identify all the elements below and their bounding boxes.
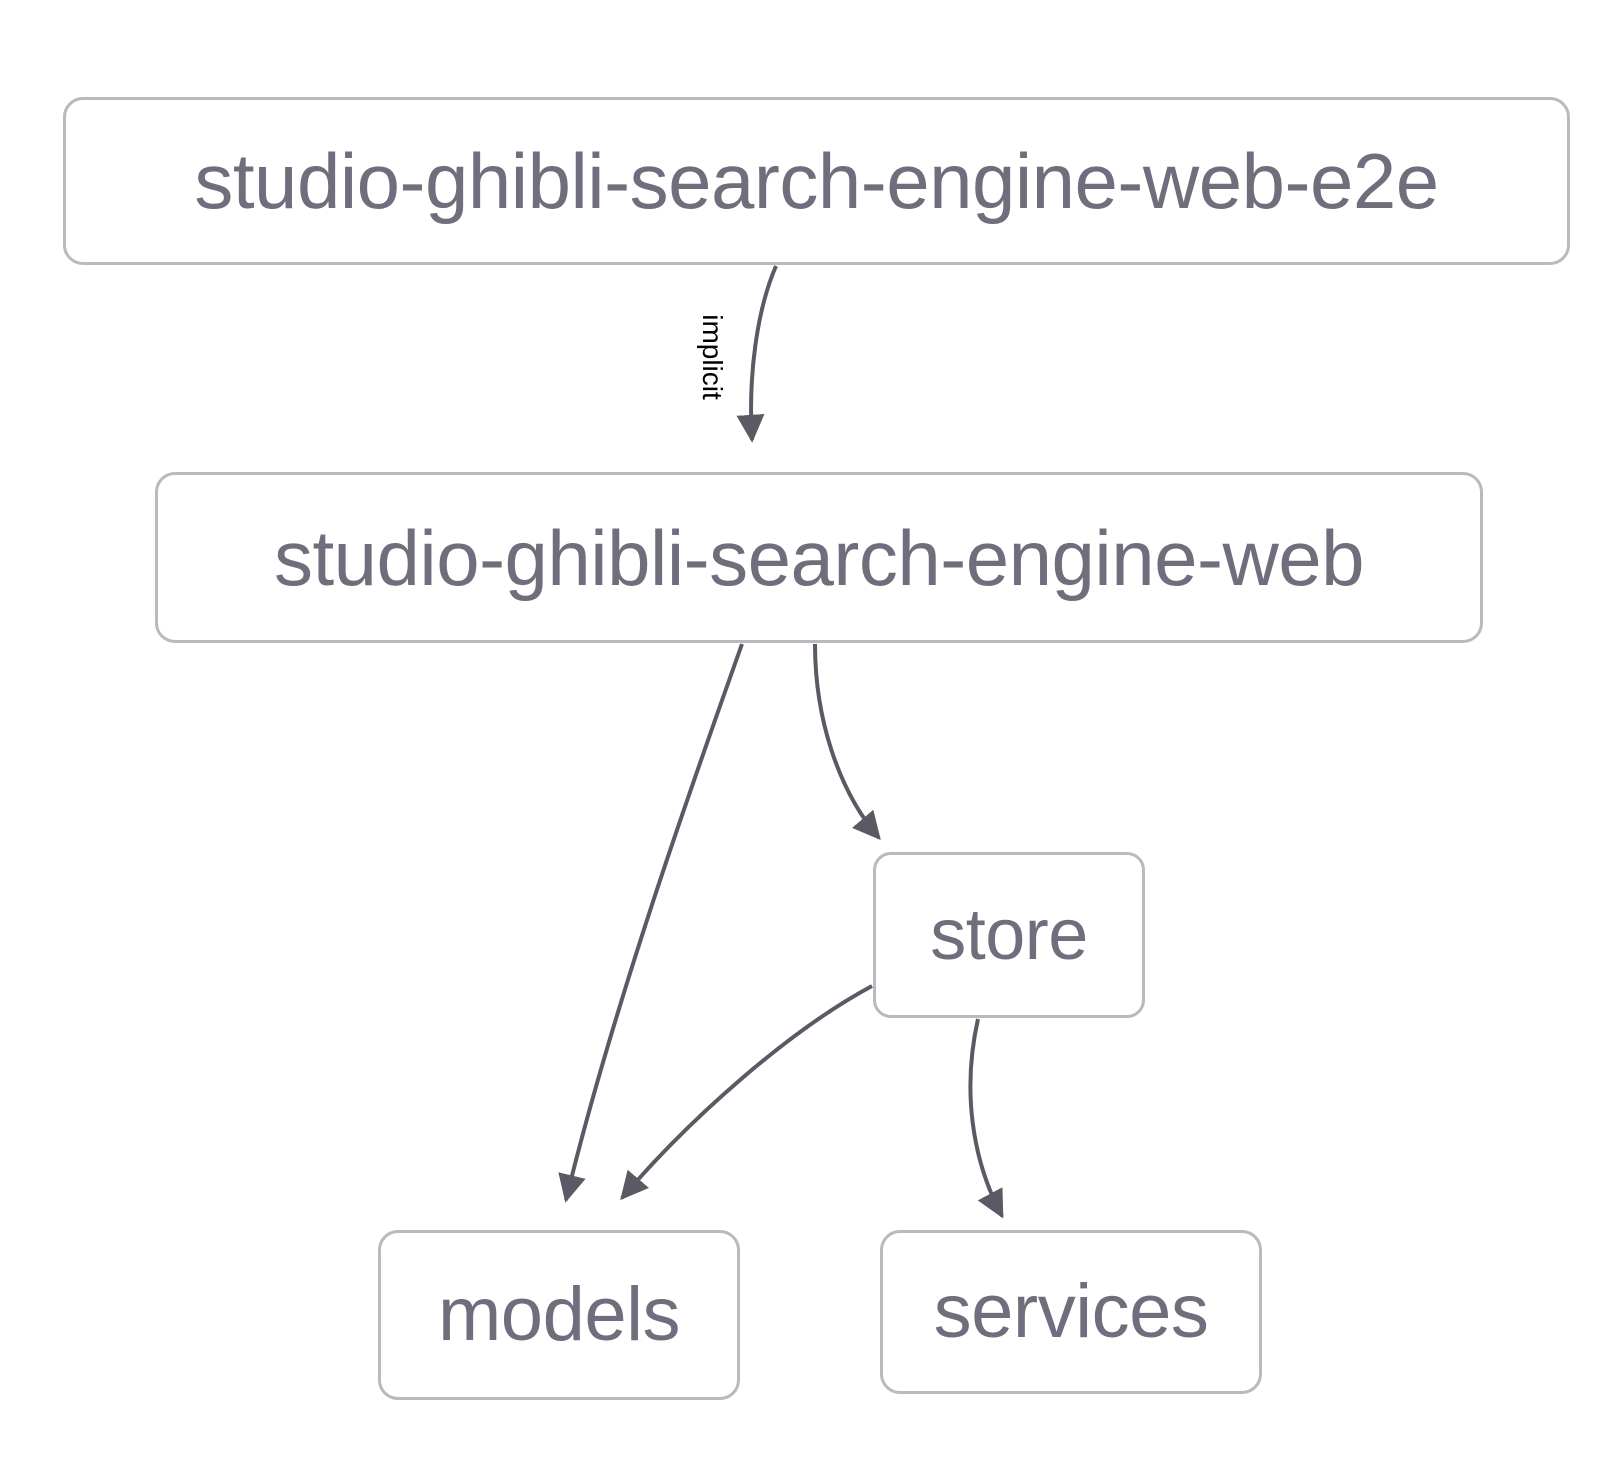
node-label-models: models	[438, 1272, 681, 1357]
node-services[interactable]: services	[880, 1230, 1262, 1394]
node-label-services: services	[933, 1269, 1209, 1354]
node-label-store: store	[930, 895, 1088, 975]
node-studio-ghibli-search-engine-web-e2e[interactable]: studio-ghibli-search-engine-web-e2e	[63, 97, 1570, 265]
edge-store-to-services	[968, 1018, 1004, 1219]
edge-e2e-to-web	[736, 265, 778, 443]
node-store[interactable]: store	[873, 852, 1145, 1018]
node-models[interactable]: models	[378, 1230, 740, 1400]
edge-web-to-models	[558, 643, 744, 1203]
node-label-web: studio-ghibli-search-engine-web	[273, 513, 1365, 602]
edge-label-implicit: implicit	[697, 314, 728, 400]
edge-store-to-models	[620, 984, 873, 1201]
node-studio-ghibli-search-engine-web[interactable]: studio-ghibli-search-engine-web	[155, 472, 1483, 643]
node-label-e2e: studio-ghibli-search-engine-web-e2e	[194, 137, 1439, 225]
edge-web-to-store	[813, 643, 881, 841]
